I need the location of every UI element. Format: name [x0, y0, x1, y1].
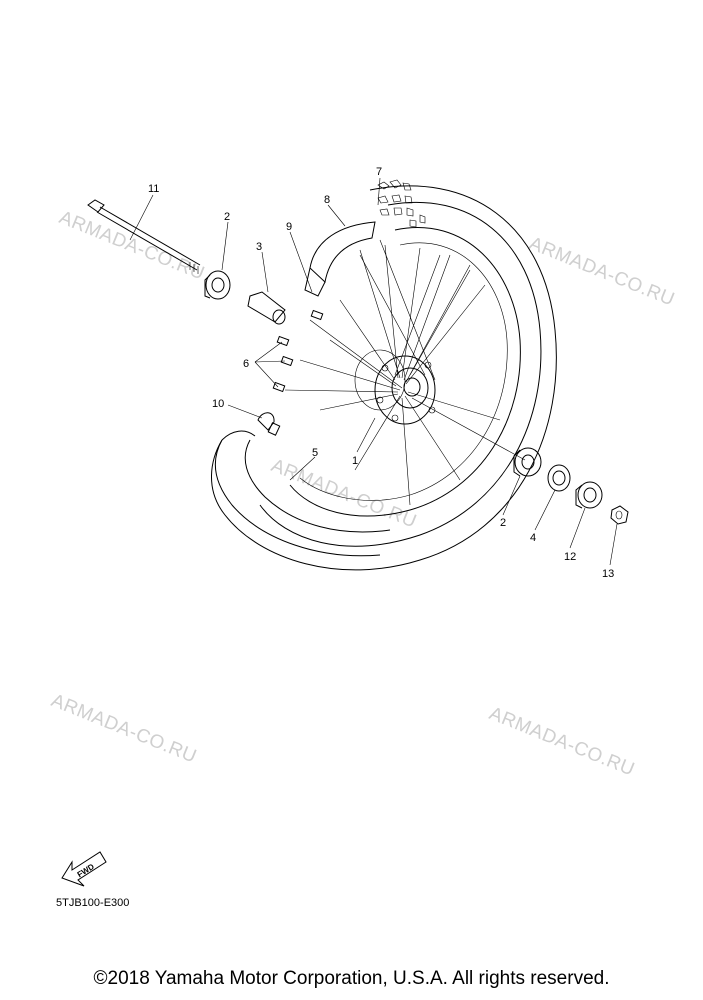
copyright-notice: ©2018 Yamaha Motor Corporation, U.S.A. A…: [93, 968, 610, 989]
inner-tube: [214, 430, 391, 557]
part-label-6: 6: [243, 358, 249, 370]
rim-band: [304, 221, 376, 297]
axle-nut: [610, 505, 629, 525]
part-label-2-right: 2: [500, 517, 506, 529]
forward-arrow-icon: FWD: [61, 851, 107, 887]
part-label-9: 9: [286, 221, 292, 233]
part-label-11: 11: [148, 183, 159, 195]
part-labels: 1 2 2 3 4 5 6 7 8 9 10 11 12 13: [148, 166, 614, 580]
watermark: ARMADA-CO.RU: [486, 703, 637, 780]
watermark: ARMADA-CO.RU: [56, 207, 207, 284]
part-label-10: 10: [212, 398, 224, 410]
part-label-13: 13: [602, 568, 614, 580]
part-label-7: 7: [376, 166, 382, 178]
oil-seal: [575, 481, 603, 509]
spokes: [284, 239, 501, 506]
fwd-label: FWD: [76, 862, 96, 879]
watermark: ARMADA-CO.RU: [526, 233, 677, 310]
axle: [87, 199, 201, 274]
leader-lines: [129, 177, 618, 566]
part-label-2-left: 2: [224, 211, 230, 223]
bearing-left: [204, 270, 231, 300]
collar: [547, 464, 571, 492]
watermarks: ARMADA-CO.RU ARMADA-CO.RU ARMADA-CO.RU A…: [48, 207, 677, 780]
part-label-8: 8: [324, 194, 330, 206]
spoke-nipples: [272, 309, 324, 393]
watermark: ARMADA-CO.RU: [48, 690, 199, 767]
tire: [211, 179, 557, 571]
valve: [257, 412, 281, 436]
part-label-5: 5: [312, 447, 318, 459]
right-bearing: [513, 447, 542, 477]
part-label-3: 3: [256, 241, 262, 253]
part-label-1: 1: [352, 455, 358, 467]
spacer: [247, 291, 286, 325]
hub: [354, 349, 436, 425]
part-label-12: 12: [564, 551, 576, 563]
diagram-code: 5TJB100-E300: [56, 897, 129, 909]
part-label-4: 4: [530, 532, 536, 544]
watermark: ARMADA-CO.RU: [268, 455, 419, 532]
